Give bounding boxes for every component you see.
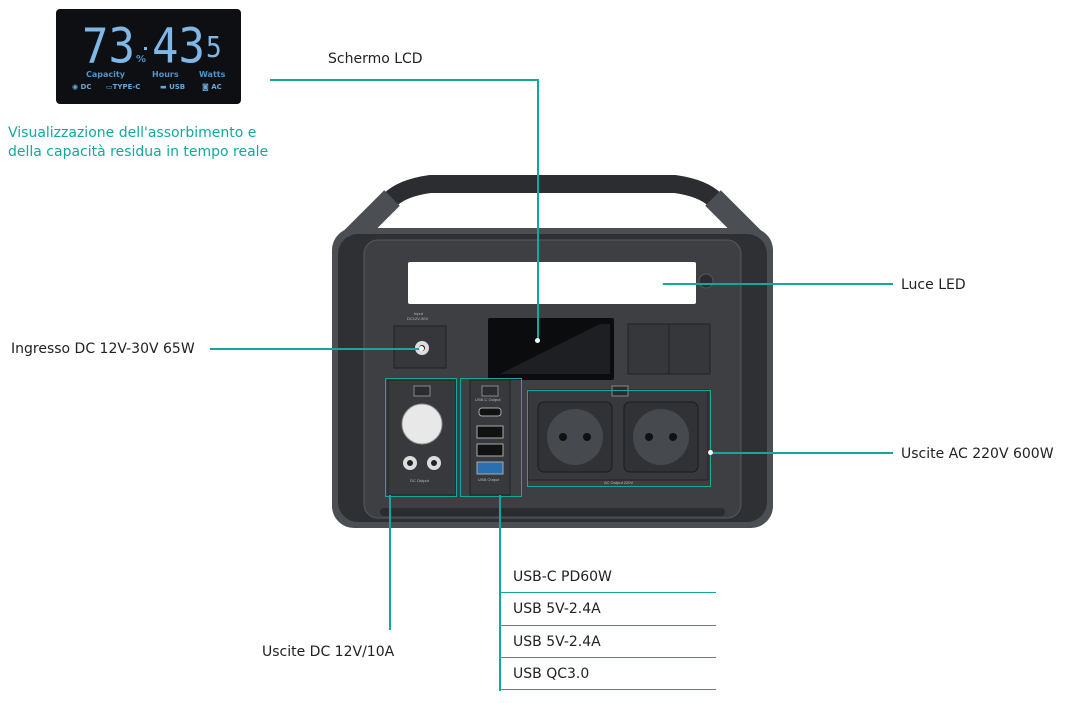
- led-leader-dot: [658, 281, 663, 286]
- lcd-percent-sign: %: [136, 54, 147, 65]
- dc-output-leader-line: [389, 495, 391, 630]
- usb-leader-line: [499, 495, 501, 691]
- callout-dc-input: Ingresso DC 12V-30V 65W: [11, 341, 195, 357]
- usb-list-divider-3: [499, 657, 716, 658]
- callout-lcd-screen: Schermo LCD: [328, 51, 423, 67]
- ac-leader-line: [711, 452, 893, 454]
- device-usb-output-label: USB Output: [478, 477, 500, 482]
- lcd-decimal-dot: [144, 47, 147, 50]
- callout-ac-outputs: Uscite AC 220V 600W: [901, 446, 1054, 462]
- lcd-leader-horizontal: [270, 79, 538, 81]
- device-dc-output-label: DC Output: [410, 478, 429, 483]
- ac-leader-dot: [708, 450, 713, 455]
- usb-list-item-2: USB 5V-2.4A: [513, 601, 601, 617]
- lcd-ac-indicator: ◙ AC: [202, 83, 222, 91]
- usb-list-divider-4: [499, 689, 716, 690]
- lcd-leader-vertical: [537, 79, 539, 341]
- device-input-label: Input: [414, 311, 423, 316]
- lcd-hours-value: 43: [152, 18, 205, 75]
- lcd-leader-dot: [535, 338, 540, 343]
- lcd-capacity-value: 73: [82, 18, 135, 75]
- usb-list-item-4: USB QC3.0: [513, 666, 590, 682]
- usb-output-highlight: [460, 378, 522, 497]
- lcd-usb-indicator: ▬ USB: [160, 83, 186, 91]
- usb-list-item-1: USB-C PD60W: [513, 569, 612, 585]
- callout-dc-outputs: Uscite DC 12V/10A: [262, 644, 395, 660]
- lcd-ac-label: AC: [211, 83, 222, 91]
- feature-caption: Visualizzazione dell'assorbimento e dell…: [8, 124, 268, 162]
- ac-output-highlight: [527, 390, 711, 487]
- callout-led-light: Luce LED: [901, 277, 966, 293]
- power-station-illustration: [332, 175, 773, 528]
- dc-input-leader-dot: [419, 346, 424, 351]
- lcd-dc-indicator: ◉ DC: [72, 83, 92, 91]
- lcd-capacity-label: Capacity: [86, 70, 125, 79]
- dc-output-highlight: [385, 378, 457, 497]
- lcd-dc-label: DC: [80, 83, 92, 91]
- dc-input-leader-line: [210, 348, 422, 350]
- led-leader-line: [661, 283, 893, 285]
- lcd-watts-value: 5: [206, 31, 222, 65]
- lcd-watts-label: Watts: [199, 70, 226, 79]
- caption-line-2: della capacità residua in tempo reale: [8, 144, 269, 160]
- device-input-spec: DC12V-30V: [407, 316, 429, 321]
- device-ac-output-label: AC Output 220V: [604, 480, 634, 485]
- usb-list-divider-1: [499, 592, 716, 593]
- lcd-typec-label: TYPE-C: [112, 83, 141, 91]
- caption-line-1: Visualizzazione dell'assorbimento e: [8, 125, 257, 141]
- lcd-hours-label: Hours: [152, 70, 179, 79]
- device-usbc-output-label: USB-C Output: [475, 397, 501, 402]
- lcd-typec-indicator: ▭TYPE-C: [106, 83, 141, 91]
- lcd-usb-label: USB: [169, 83, 186, 91]
- lcd-inset-panel: 73 % 43 5 Capacity Hours Watts ◉ DC ▭TYP…: [56, 9, 241, 104]
- usb-list-divider-2: [499, 625, 716, 626]
- usb-list-item-3: USB 5V-2.4A: [513, 634, 601, 650]
